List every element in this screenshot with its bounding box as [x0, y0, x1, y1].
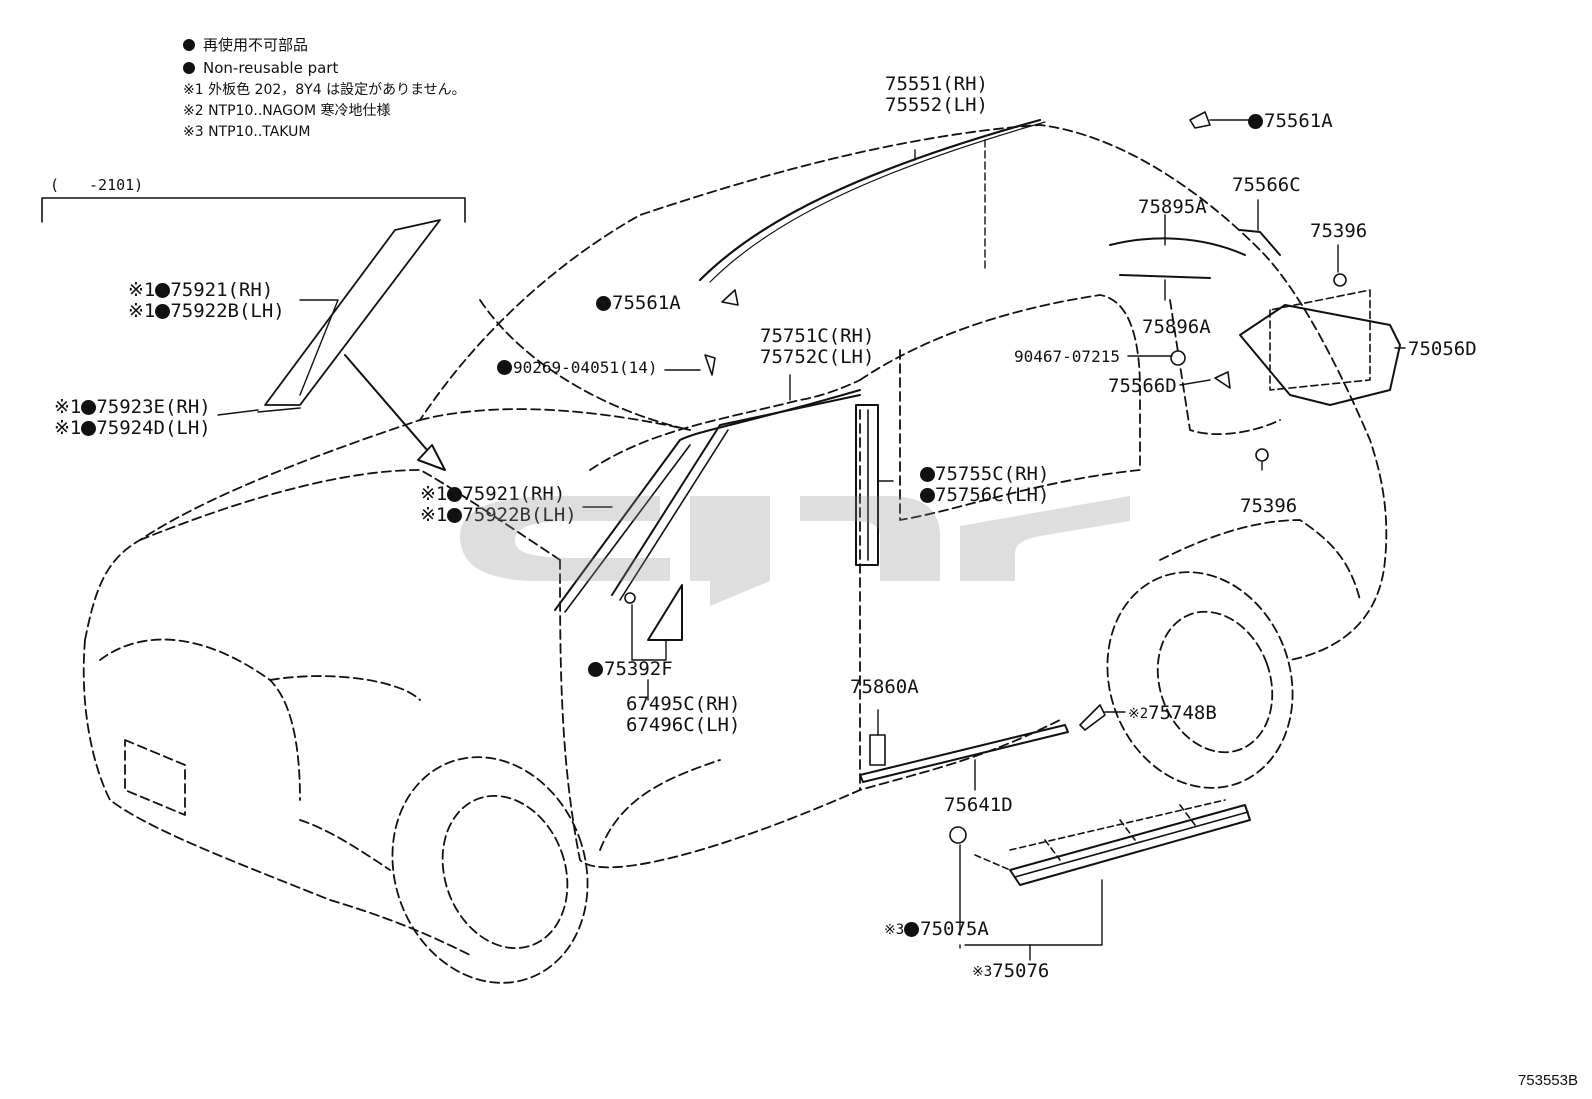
rear-wheel [1106, 571, 1294, 789]
rear-spoiler [1239, 304, 1401, 406]
corner-cover [647, 584, 683, 641]
part-75895a[interactable]: 75895A [1138, 196, 1207, 218]
side-step [1009, 804, 1251, 886]
legend-non-reusable-jp: 再使用不可部品 [183, 34, 466, 57]
part-75641d[interactable]: 75641D [944, 794, 1013, 816]
part-75748b[interactable]: ※275748B [1128, 702, 1217, 724]
non-reusable-dot-icon [920, 488, 935, 503]
part-75396-bottom[interactable]: 75396 [1240, 495, 1298, 517]
non-reusable-dot-icon [447, 487, 463, 502]
non-reusable-dot-icon [497, 360, 512, 375]
legend-note-1: ※1 外板色 202，8Y4 は設定がありません。 [183, 82, 466, 98]
part-90467[interactable]: 90467-07215 [1014, 347, 1120, 366]
label-75755c-75756c[interactable]: 75755C(RH) 75756C(LH) [920, 464, 1049, 506]
windshield-molding [554, 389, 861, 611]
part-75552[interactable]: 75552(LH) [885, 94, 988, 116]
part-75566d[interactable]: 75566D [1108, 375, 1177, 397]
part-67496c[interactable]: 67496C(LH) [626, 714, 741, 736]
part-75551[interactable]: 75551(RH) [885, 73, 988, 95]
non-reusable-dot-icon [1248, 114, 1263, 129]
non-reusable-dot-icon [920, 467, 935, 482]
rocker-molding [859, 724, 1069, 783]
roof-rail-front [1109, 237, 1246, 256]
part-90269[interactable]: 90269-04051(14) [497, 357, 658, 379]
bullet-icon [183, 39, 195, 51]
part-75561a-mid[interactable]: 75561A [596, 292, 681, 314]
part-75755c[interactable]: 75755C(RH) [920, 464, 1049, 485]
part-75056d[interactable]: 75056D [1408, 338, 1477, 360]
part-75860a[interactable]: 75860A [850, 676, 919, 698]
label-67495c-67496c[interactable]: 67495C(RH) 67496C(LH) [626, 694, 740, 736]
non-reusable-dot-icon [81, 421, 97, 436]
non-reusable-dot-icon [588, 662, 603, 677]
part-75392f[interactable]: 75392F [588, 658, 673, 680]
watermark-logo [460, 496, 1130, 606]
part-75076[interactable]: ※375076 [972, 960, 1050, 982]
legend-non-reusable-en: Non-reusable part [183, 57, 466, 80]
part-75751c[interactable]: 75751C(RH) [760, 325, 875, 347]
legend-note-3: ※3 NTP10..TAKUM [183, 124, 311, 140]
pillar-garnish-upper [264, 219, 441, 406]
vehicle-outline [82, 124, 1388, 956]
range-bracket [41, 197, 466, 223]
roof-molding [698, 118, 1042, 282]
clips [624, 111, 1347, 844]
part-75396-top[interactable]: 75396 [1310, 220, 1368, 242]
roof-rail-rear [1119, 274, 1211, 279]
non-reusable-dot-icon [155, 304, 171, 319]
label-75551-75552[interactable]: 75551(RH) 75552(LH) [885, 74, 988, 116]
watermark-shape [460, 496, 1130, 606]
part-75566c[interactable]: 75566C [1232, 174, 1301, 196]
non-reusable-dot-icon [447, 508, 463, 523]
non-reusable-dot-icon [155, 283, 171, 298]
legend-note-2: ※2 NTP10..NAGOM 寒冷地仕様 [183, 103, 391, 119]
non-reusable-dot-icon [904, 922, 920, 937]
part-75756c[interactable]: 75756C(LH) [920, 485, 1049, 506]
part-75752c[interactable]: 75752C(LH) [760, 346, 875, 368]
non-reusable-dot-icon [596, 296, 611, 311]
non-reusable-dot-icon [81, 400, 97, 415]
part-75896a[interactable]: 75896A [1142, 316, 1211, 338]
leader-lines [217, 119, 1406, 961]
front-wheel [391, 756, 589, 984]
range-label: ( -2101) [50, 176, 144, 194]
b-pillar-garnish [855, 404, 879, 566]
bullet-icon [183, 62, 195, 74]
door-frame-molding [611, 394, 861, 596]
label-75751c-75752c[interactable]: 75751C(RH) 75752C(LH) [760, 326, 874, 368]
drawing-code: 753553B [1517, 1072, 1578, 1089]
direction-arrow [344, 354, 441, 466]
legend: 再使用不可部品 Non-reusable part ※1 外板色 202，8Y4… [183, 34, 466, 143]
part-67495c[interactable]: 67495C(RH) [626, 693, 741, 715]
part-75561a-top[interactable]: 75561A [1248, 110, 1333, 132]
